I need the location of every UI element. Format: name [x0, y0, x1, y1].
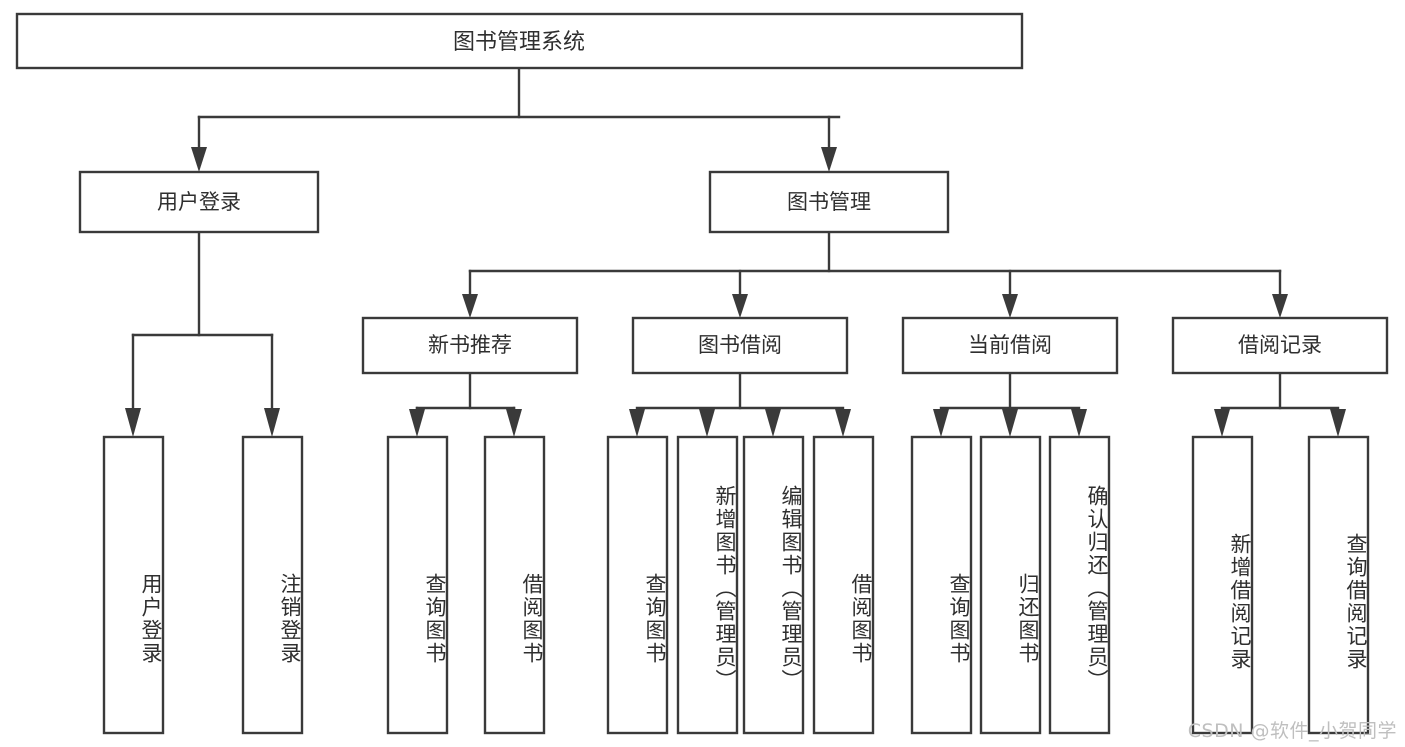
leaf-box-borrow-record-2[interactable]: [1307, 435, 1370, 735]
node-current-borrow[interactable]: 当前借阅: [901, 316, 1119, 375]
leaf-box-new-book-2[interactable]: [483, 435, 546, 735]
arrow-to-user-login: [191, 147, 207, 172]
arrow-to-current-borrow: [1002, 294, 1018, 318]
book-borrow-box[interactable]: [631, 316, 849, 375]
arrow-br-leaf1: [1214, 409, 1230, 437]
leaf-box-book-borrow-3[interactable]: [742, 435, 805, 735]
current-borrow-label: 当前借阅: [968, 333, 1052, 357]
leaf-box-current-borrow-3[interactable]: [1048, 435, 1111, 735]
user-login-box[interactable]: [78, 170, 320, 234]
arrow-bb-leaf3: [765, 409, 781, 437]
arrow-to-borrow-record: [1272, 294, 1288, 318]
leaf-box-current-borrow-2[interactable]: [979, 435, 1042, 735]
connector-layer: [125, 66, 1346, 437]
node-borrow-record[interactable]: 借阅记录: [1171, 316, 1389, 375]
node-new-book-recommend[interactable]: 新书推荐: [361, 316, 579, 375]
borrow-record-label: 借阅记录: [1238, 333, 1322, 357]
leaf-box-borrow-record-1[interactable]: [1191, 435, 1254, 735]
arrow-cb-leaf3: [1071, 409, 1087, 437]
user-login-label: 用户登录: [157, 190, 241, 214]
leaf-box-layer: [102, 435, 1370, 735]
node-book-manage[interactable]: 图书管理: [708, 170, 950, 234]
new-book-recommend-box[interactable]: [361, 316, 579, 375]
leaf-box-current-borrow-1[interactable]: [910, 435, 973, 735]
arrow-to-book-manage: [821, 147, 837, 172]
arrow-br-leaf2: [1330, 409, 1346, 437]
root-box[interactable]: [15, 12, 1024, 70]
leaf-box-user-login-1[interactable]: [102, 435, 165, 735]
csdn-watermark: CSDN @软件_小贺同学: [1187, 720, 1397, 742]
book-borrow-label: 图书借阅: [698, 333, 782, 357]
leaf-box-book-borrow-1[interactable]: [606, 435, 669, 735]
arrow-cb-leaf1: [933, 409, 949, 437]
arrow-user-login-leaf2: [264, 408, 280, 437]
root-label: 图书管理系统: [453, 30, 585, 55]
arrow-nb-leaf1: [409, 409, 425, 437]
current-borrow-box[interactable]: [901, 316, 1119, 375]
arrow-to-new-book: [462, 294, 478, 318]
leaf-box-new-book-1[interactable]: [386, 435, 449, 735]
borrow-record-box[interactable]: [1171, 316, 1389, 375]
book-manage-label: 图书管理: [787, 190, 871, 214]
arrow-nb-leaf2: [506, 409, 522, 437]
node-book-borrow[interactable]: 图书借阅: [631, 316, 849, 375]
arrow-cb-leaf2: [1002, 409, 1018, 437]
arrow-bb-leaf4: [835, 409, 851, 437]
arrow-user-login-leaf1: [125, 408, 141, 437]
node-user-login[interactable]: 用户登录: [78, 170, 320, 234]
leaf-box-book-borrow-4[interactable]: [812, 435, 875, 735]
leaf-box-user-login-2[interactable]: [241, 435, 304, 735]
arrow-bb-leaf1: [629, 409, 645, 437]
leaf-box-book-borrow-2[interactable]: [676, 435, 739, 735]
arrow-to-book-borrow: [732, 294, 748, 318]
node-root[interactable]: 图书管理系统: [15, 12, 1024, 70]
arrow-bb-leaf2: [699, 409, 715, 437]
book-manage-box[interactable]: [708, 170, 950, 234]
new-book-recommend-label: 新书推荐: [428, 333, 512, 357]
